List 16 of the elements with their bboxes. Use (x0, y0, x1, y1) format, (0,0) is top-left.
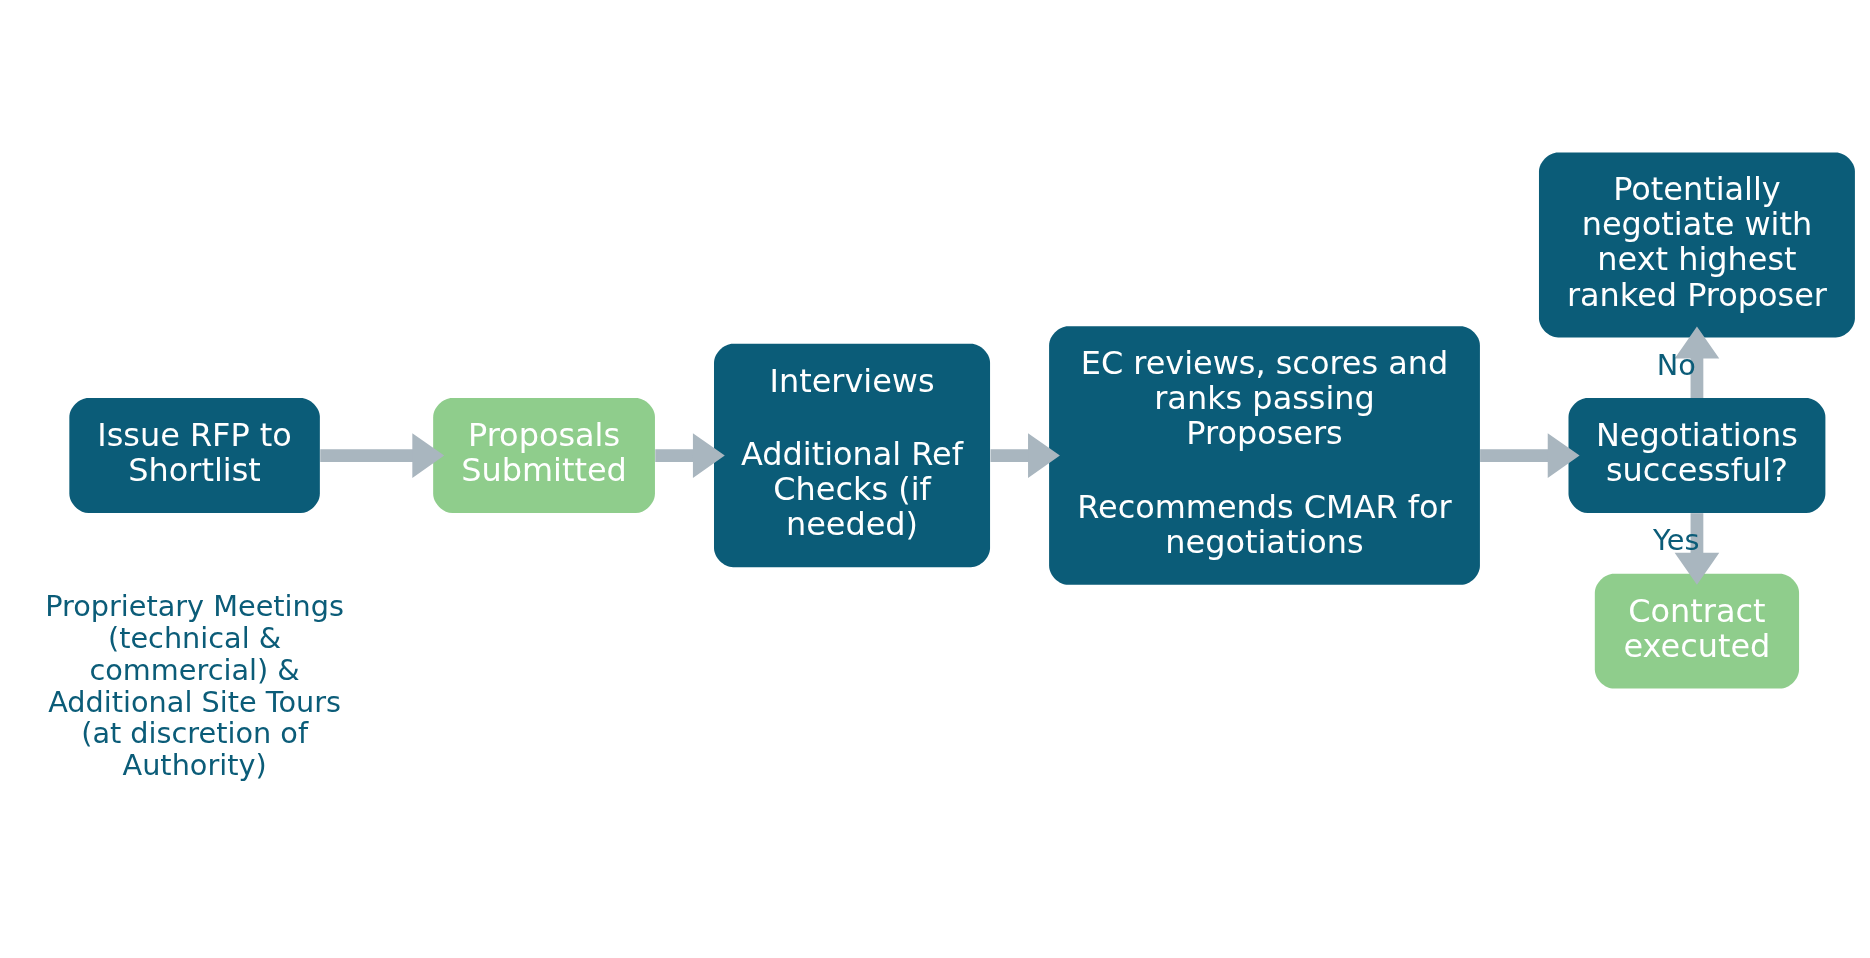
edge-label: No (1656, 347, 1696, 382)
arrow (1674, 512, 1720, 585)
arrow (655, 432, 725, 478)
node-box: Potentially negotiate with next highest ranked Proposer (1538, 151, 1855, 337)
node-box: Issue RFP to Shortlist (69, 397, 320, 513)
node-box: Interviews Additional Ref Checks (if needed) (714, 343, 991, 567)
edge-label: Yes (1653, 522, 1700, 557)
arrow (1480, 432, 1580, 478)
node-box: Contract executed (1594, 573, 1800, 689)
node-box: EC reviews, scores and ranks passing Proposers Recommends CMAR for negotiations (1049, 325, 1480, 585)
arrow (320, 432, 445, 478)
node-box: Proposals Submitted (433, 397, 655, 513)
node-label: Proprietary Meetings (technical & commercial) & Additional Site Tours (at discretion of Authority) (45, 588, 344, 782)
arrow (1674, 326, 1720, 398)
node-box: Negotiations successful? (1568, 397, 1826, 513)
arrow (990, 432, 1060, 478)
